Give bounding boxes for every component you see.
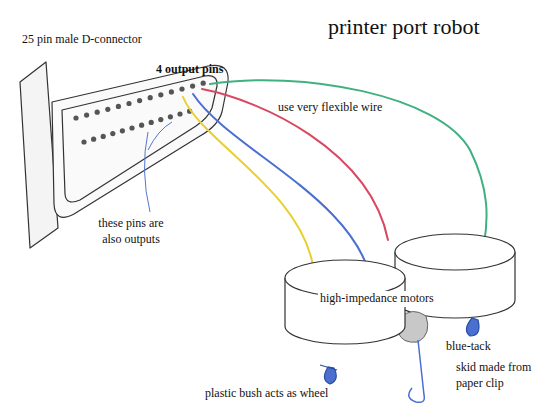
- green-wire: [210, 80, 487, 244]
- paper-clip-skid: [409, 340, 425, 402]
- label: use very flexible wire: [278, 100, 382, 116]
- label: high-impedance motors: [318, 291, 436, 307]
- label: 25 pin male D-connector: [22, 32, 142, 48]
- pin: [177, 111, 182, 116]
- label: skid made from paper clip: [456, 360, 540, 391]
- pin: [179, 86, 184, 91]
- pin: [190, 84, 195, 89]
- pin: [120, 128, 125, 133]
- pin: [91, 137, 96, 142]
- yellow-wire: [183, 97, 313, 266]
- pin: [73, 115, 78, 120]
- pin: [84, 113, 89, 118]
- wheel-bush: [320, 365, 337, 384]
- label: plastic bush acts as wheel: [205, 386, 328, 402]
- pin: [101, 134, 106, 139]
- pin: [158, 117, 163, 122]
- title: printer port robot: [328, 14, 480, 40]
- pin: [126, 101, 131, 106]
- label: 4 output pins: [156, 62, 223, 78]
- connector-flange: [20, 62, 58, 248]
- pin: [137, 98, 142, 103]
- pin: [158, 92, 163, 97]
- leader-line: [144, 122, 172, 212]
- red-wire: [202, 89, 388, 240]
- pin: [95, 110, 100, 115]
- pin: [81, 139, 86, 144]
- label: blue-tack: [446, 339, 491, 355]
- pin: [110, 131, 115, 136]
- pin: [129, 125, 134, 130]
- pin: [116, 104, 121, 109]
- pin: [139, 123, 144, 128]
- blue-wire: [193, 94, 372, 286]
- pin: [149, 120, 154, 125]
- connector-pins: [73, 81, 205, 145]
- pin: [169, 89, 174, 94]
- pin: [148, 95, 153, 100]
- label: these pins are also outputs: [88, 216, 174, 247]
- pin: [201, 81, 206, 86]
- wheel-bush: [466, 318, 479, 336]
- pin: [105, 107, 110, 112]
- pin: [168, 114, 173, 119]
